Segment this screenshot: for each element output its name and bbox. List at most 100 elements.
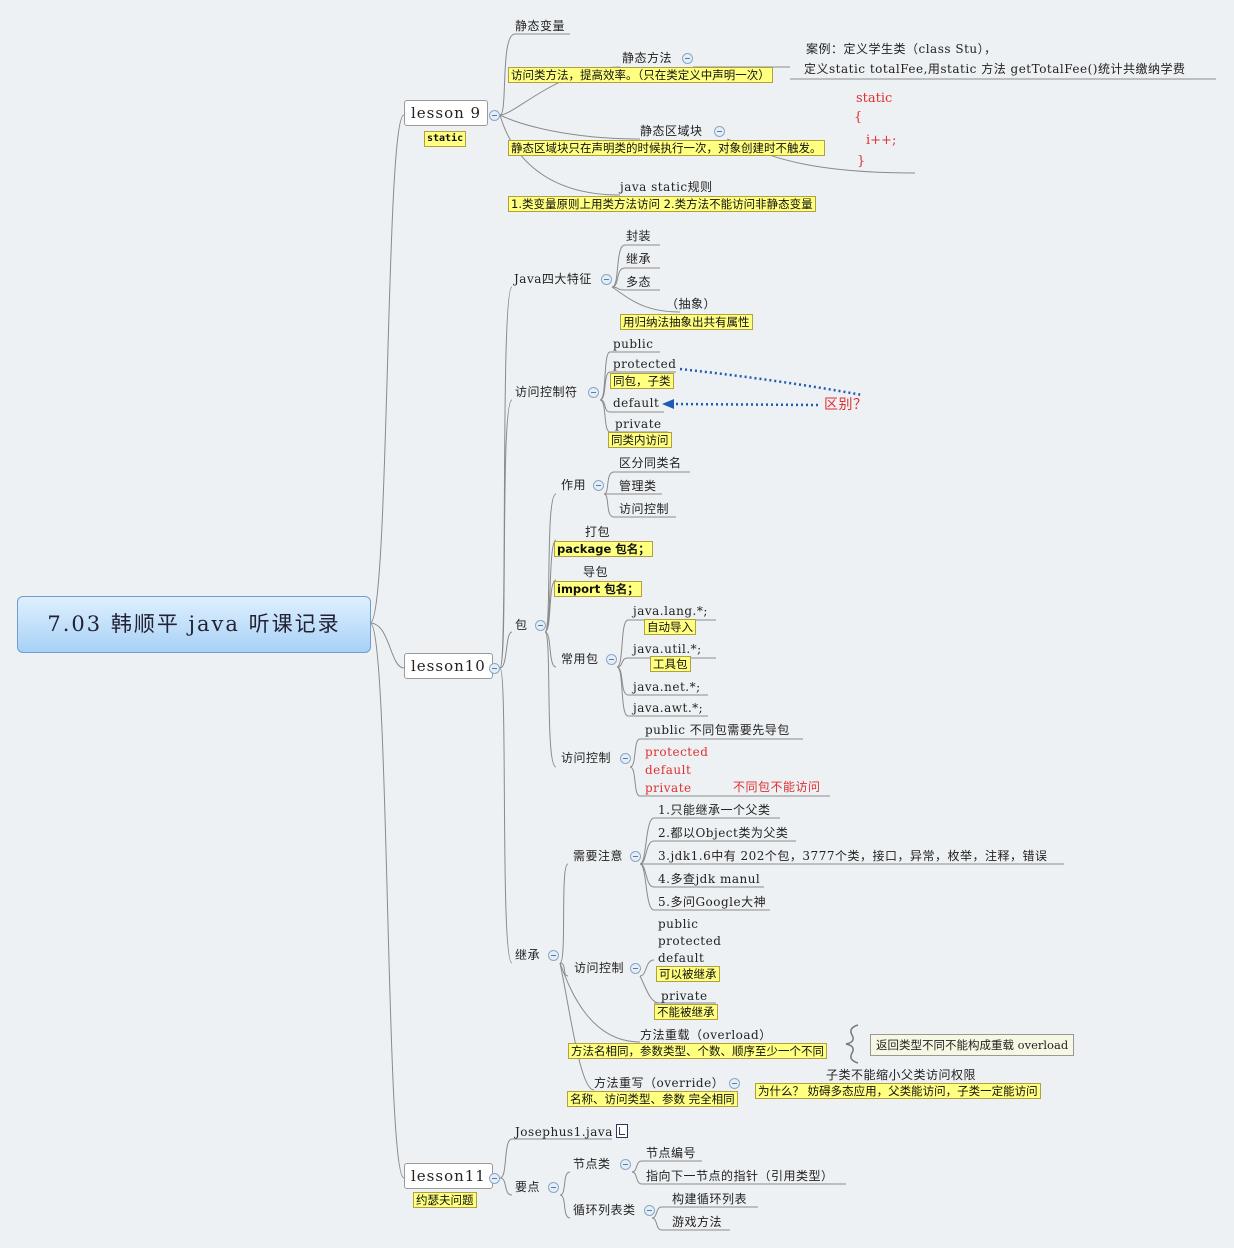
pkg-access-public[interactable]: public 不同包需要先导包 [645, 723, 790, 737]
feature-abstraction[interactable]: （抽象） [666, 297, 717, 311]
protected-note: 同包，子类 [610, 373, 674, 389]
code-close-brace: } [857, 154, 866, 169]
collapse-icon[interactable] [489, 1173, 500, 1184]
lesson11-note: 约瑟夫问题 [413, 1192, 477, 1208]
collapse-icon[interactable] [620, 753, 631, 764]
collapse-icon[interactable] [548, 950, 559, 961]
importing[interactable]: 导包 [583, 565, 609, 579]
pkg-access-default[interactable]: default [645, 763, 692, 777]
collapse-icon[interactable] [489, 663, 500, 674]
collapse-icon[interactable] [620, 1159, 631, 1170]
pkg-java-lang[interactable]: java.lang.*; [633, 604, 708, 618]
inheritance-access[interactable]: 访问控制 [574, 961, 625, 975]
four-features[interactable]: Java四大特征 [514, 272, 592, 286]
pkg-java-net[interactable]: java.net.*; [633, 680, 701, 694]
package-node[interactable]: 包 [515, 618, 528, 632]
static-block[interactable]: 静态区域块 [640, 124, 703, 138]
override-rule-note: 为什么？ 妨碍多态应用，父类能访问，子类一定能访问 [755, 1083, 1041, 1099]
josephus-file[interactable]: Josephus1.java [515, 1125, 613, 1139]
attention-item[interactable]: 5.多问Google大神 [658, 895, 767, 909]
collapse-icon[interactable] [630, 963, 641, 974]
static-rules-note: 1.类变量原则上用类方法访问 2.类方法不能访问非静态变量 [508, 196, 816, 212]
collapse-icon[interactable] [535, 620, 546, 631]
inh-access-public[interactable]: public [658, 917, 699, 931]
relation-arrow-protected [679, 367, 863, 397]
lesson11-node[interactable]: lesson11 [404, 1163, 493, 1189]
common-packages[interactable]: 常用包 [561, 652, 599, 666]
package-purpose[interactable]: 作用 [561, 478, 587, 492]
node-item[interactable]: 指向下一节点的指针（引用类型） [646, 1169, 834, 1183]
attention-item[interactable]: 1.只能继承一个父类 [658, 803, 771, 817]
method-overload[interactable]: 方法重载（overload） [640, 1028, 772, 1042]
overload-note: 方法名相同，参数类型、个数、顺序至少一个不同 [568, 1043, 827, 1059]
feature-encapsulation[interactable]: 封装 [626, 229, 652, 243]
inheritable-note: 可以被继承 [656, 966, 720, 982]
collapse-icon[interactable] [548, 1182, 559, 1193]
abstraction-note: 用归纳法抽象出共有属性 [620, 314, 753, 330]
method-override[interactable]: 方法重写（override） [594, 1076, 725, 1090]
josephus-file-link[interactable]: Josephus1.java [515, 1124, 628, 1140]
case-line1[interactable]: 案例：定义学生类（class Stu）， [806, 42, 997, 56]
purpose-item[interactable]: 区分同类名 [619, 456, 682, 470]
private-note: 同类内访问 [608, 432, 672, 448]
java-lang-note: 自动导入 [644, 619, 696, 635]
cycle-item[interactable]: 构建循环列表 [672, 1192, 748, 1206]
collapse-icon[interactable] [606, 654, 617, 665]
feature-inheritance[interactable]: 继承 [626, 252, 652, 266]
key-points[interactable]: 要点 [515, 1180, 541, 1194]
collapse-icon[interactable] [682, 53, 693, 64]
node-class[interactable]: 节点类 [573, 1157, 611, 1171]
override-rule[interactable]: 子类不能缩小父类访问权限 [826, 1068, 977, 1082]
collapse-icon[interactable] [588, 387, 599, 398]
node-item[interactable]: 节点编号 [646, 1146, 697, 1160]
code-increment: i++; [866, 133, 897, 148]
file-icon[interactable] [615, 1124, 628, 1138]
lesson9-note: static [424, 131, 467, 147]
pkg-java-util[interactable]: java.util.*; [633, 642, 702, 656]
pkg-access-no[interactable]: 不同包不能访问 [733, 780, 821, 794]
attention-item[interactable]: 3.jdk1.6中有 202个包，3777个类，接口，异常，枚举，注释，错误 [658, 849, 1048, 863]
difference-label[interactable]: 区别？ [824, 397, 868, 413]
collapse-icon[interactable] [630, 851, 641, 862]
inh-access-private[interactable]: private [661, 989, 708, 1003]
attention-node[interactable]: 需要注意 [573, 849, 624, 863]
override-note: 名称、访问类型、参数 完全相同 [567, 1091, 738, 1107]
inheritance-node[interactable]: 继承 [515, 948, 541, 962]
static-method[interactable]: 静态方法 [622, 51, 673, 65]
package-statement-note: package 包名； [554, 541, 653, 557]
lesson9-node[interactable]: lesson 9 [404, 100, 489, 126]
not-inheritable-note: 不能被继承 [654, 1004, 718, 1020]
pkg-access-private[interactable]: private [645, 781, 692, 795]
attention-item[interactable]: 4.多查jdk manul [658, 872, 761, 886]
cycle-item[interactable]: 游戏方法 [672, 1215, 723, 1229]
collapse-icon[interactable] [601, 274, 612, 285]
collapse-icon[interactable] [714, 126, 725, 137]
access-default[interactable]: default [613, 396, 660, 410]
collapse-icon[interactable] [729, 1078, 740, 1089]
pkg-access-protected[interactable]: protected [645, 745, 709, 759]
collapse-icon[interactable] [644, 1205, 655, 1216]
static-rules[interactable]: java static规则 [620, 180, 713, 194]
pkg-java-awt[interactable]: java.awt.*; [633, 701, 704, 715]
access-private[interactable]: private [615, 417, 662, 431]
feature-polymorphism[interactable]: 多态 [626, 275, 652, 289]
static-method-note: 访问类方法，提高效率。（只在类定义中声明一次） [508, 67, 773, 83]
attention-item[interactable]: 2.都以Object类为父类 [658, 826, 789, 840]
packaging[interactable]: 打包 [585, 525, 611, 539]
access-modifiers[interactable]: 访问控制符 [515, 385, 578, 399]
lesson10-node[interactable]: lesson10 [404, 653, 493, 679]
relation-arrow-default [671, 402, 819, 407]
case-line2[interactable]: 定义static totalFee,用static 方法 getTotalFee… [804, 62, 1186, 76]
cycle-list-class[interactable]: 循环列表类 [573, 1203, 636, 1217]
inh-access-default[interactable]: default [658, 951, 705, 965]
collapse-icon[interactable] [489, 110, 500, 121]
static-var[interactable]: 静态变量 [515, 19, 566, 33]
access-protected[interactable]: protected [613, 357, 677, 371]
collapse-icon[interactable] [593, 480, 604, 491]
purpose-item[interactable]: 管理类 [619, 479, 657, 493]
package-access[interactable]: 访问控制 [561, 751, 612, 765]
root-topic[interactable]: 7.03 韩顺平 java 听课记录 [17, 596, 371, 653]
inh-access-protected[interactable]: protected [658, 934, 722, 948]
purpose-item[interactable]: 访问控制 [619, 502, 670, 516]
access-public[interactable]: public [613, 337, 654, 351]
